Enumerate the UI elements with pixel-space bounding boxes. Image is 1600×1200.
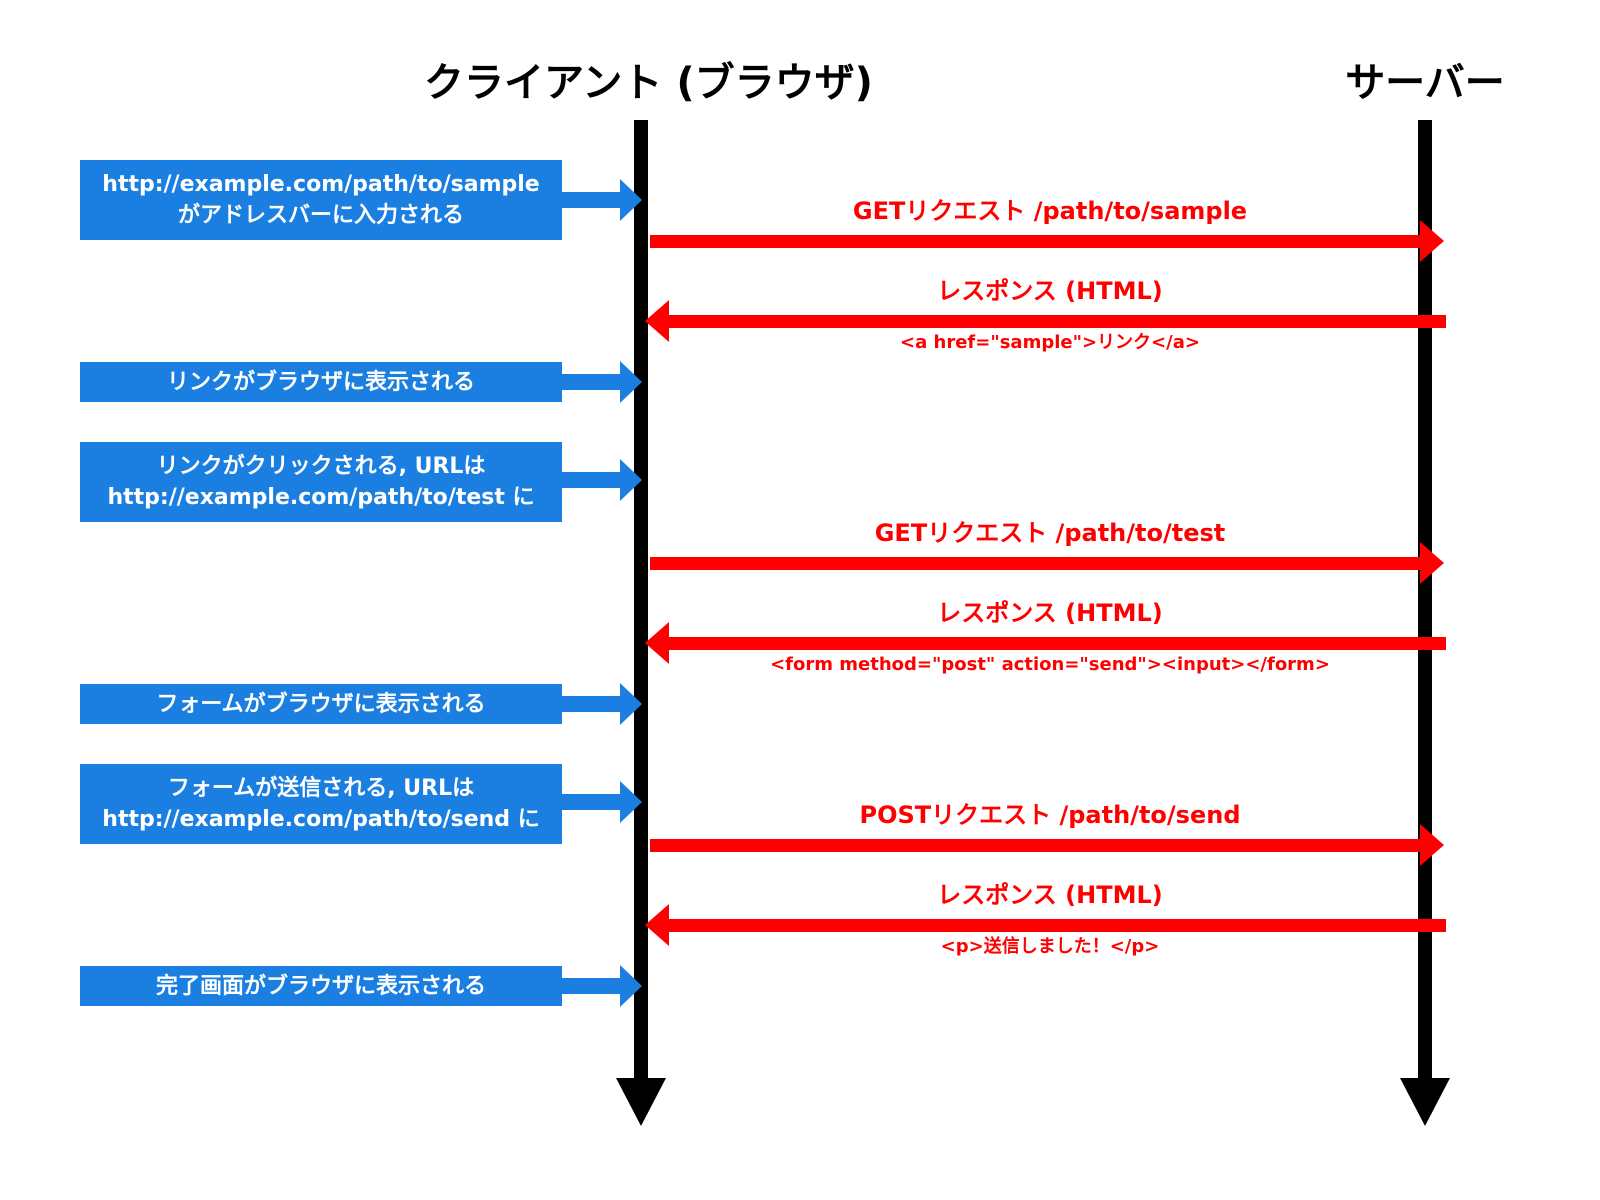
client-lifeline-arrowhead [616, 1078, 666, 1126]
event-text: リンクがブラウザに表示される [166, 369, 475, 395]
event-box-form-submitted: フォームが送信される, URLは http://example.com/path… [80, 764, 562, 844]
request-label-post-send: POSTリクエスト /path/to/send [859, 801, 1241, 829]
response-detail-link-html: <a href="sample">リンク</a> [900, 332, 1200, 353]
request-arrow-shaft [650, 839, 1420, 852]
response-arrow-shaft [666, 637, 1446, 650]
server-actor-title: サーバー [1345, 60, 1505, 106]
request-arrowhead [1420, 542, 1444, 584]
event-text: http://example.com/path/to/sample がアドレスバ… [102, 172, 540, 228]
request-label-get-sample: GETリクエスト /path/to/sample [852, 197, 1248, 225]
event-arrowhead [620, 965, 642, 1007]
event-arrow-shaft [562, 472, 622, 488]
event-arrowhead [620, 179, 642, 221]
response-detail-form-html: <form method="post" action="send"><input… [770, 654, 1330, 675]
response-arrow-shaft [666, 315, 1446, 328]
event-arrowhead [620, 361, 642, 403]
event-box-address-entered: http://example.com/path/to/sample がアドレスバ… [80, 160, 562, 240]
request-arrow-shaft [650, 557, 1420, 570]
event-box-link-clicked: リンクがクリックされる, URLは http://example.com/pat… [80, 442, 562, 522]
response-arrowhead [645, 904, 669, 946]
response-label: レスポンス (HTML) [937, 881, 1163, 909]
response-label: レスポンス (HTML) [937, 599, 1163, 627]
event-box-link-displayed: リンクがブラウザに表示される [80, 362, 562, 402]
event-arrow-shaft [562, 978, 622, 994]
event-arrow-shaft [562, 696, 622, 712]
event-box-form-displayed: フォームがブラウザに表示される [80, 684, 562, 724]
event-text: リンクがクリックされる, URLは http://example.com/pat… [107, 454, 535, 510]
response-arrowhead [645, 622, 669, 664]
request-arrowhead [1420, 824, 1444, 866]
response-arrowhead [645, 300, 669, 342]
response-label: レスポンス (HTML) [937, 277, 1163, 305]
response-arrow-shaft [666, 919, 1446, 932]
event-arrow-shaft [562, 374, 622, 390]
event-arrowhead [620, 459, 642, 501]
event-arrow-shaft [562, 192, 622, 208]
request-arrow-shaft [650, 235, 1420, 248]
request-arrowhead [1420, 220, 1444, 262]
event-box-complete-displayed: 完了画面がブラウザに表示される [80, 966, 562, 1006]
client-lifeline [634, 120, 648, 1080]
event-arrowhead [620, 683, 642, 725]
event-arrow-shaft [562, 794, 622, 810]
request-label-get-test: GETリクエスト /path/to/test [874, 519, 1226, 547]
server-lifeline-arrowhead [1400, 1078, 1450, 1126]
event-text: フォームがブラウザに表示される [156, 691, 486, 717]
client-actor-title: クライアント (ブラウザ) [424, 60, 873, 106]
event-arrowhead [620, 781, 642, 823]
event-text: フォームが送信される, URLは http://example.com/path… [102, 776, 540, 832]
event-text: 完了画面がブラウザに表示される [155, 973, 486, 999]
response-detail-done-html: <p>送信しました！</p> [940, 936, 1160, 957]
